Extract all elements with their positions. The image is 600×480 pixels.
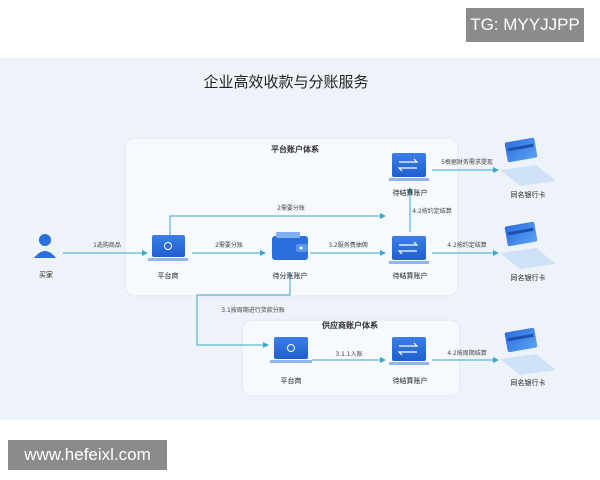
wallet-icon [272,232,308,260]
supplier-merchant-label: 平台商 [281,376,302,385]
settle-bottom-node: 待结算账户 [389,337,429,385]
settle-top-label: 待结算账户 [393,188,428,197]
bank-card-icon [500,327,556,375]
edge-label-buy: 1选购商品 [93,241,121,249]
supplier-merchant-node: 平台商 [270,337,312,385]
edge-need-split-a [169,213,386,238]
monitor-icon [148,235,188,261]
buyer-label: 买家 [39,270,53,279]
settle-top-node: 待结算账户 [389,153,429,197]
edge-label-cycle-settle: 4.2按周期结算 [447,349,487,357]
settle-mid-label: 待结算账户 [393,271,428,280]
pending-split-node: 待分账账户 [272,232,308,280]
edge-label-withdraw: 5根据财务需求提现 [441,158,493,166]
buyer-node: 买家 [34,234,56,279]
supplier-group-title: 供应商账户体系 [321,320,378,330]
bank-mid-node: 同名银行卡 [500,221,556,282]
bank-bottom-node: 同名银行卡 [500,327,556,387]
diagram-title: 企业高效收款与分账服务 [203,73,368,91]
edges [63,167,499,363]
edge-label-need-split-a: 2需要分账 [277,204,305,212]
user-icon [34,234,56,258]
top-watermark: TG: MYYJJPP [466,8,584,42]
bank-top-label: 同名银行卡 [511,190,546,199]
transfer-icon [389,337,429,365]
edge-label-fixed-settle-mid: 4.2按约定结算 [447,241,487,249]
edge-label-cycle-split: 3.1按周期进行货款分账 [221,306,285,314]
edge-label-fixed-settle-up: 4.2按约定结算 [412,207,452,215]
edge-label-inbound: 3.1.1入账 [335,350,362,358]
transfer-icon [389,236,429,264]
edge-cycle-split [196,272,291,348]
transfer-icon [389,153,429,181]
platform-group-title: 平台账户体系 [271,144,319,154]
bottom-watermark: www.hefeixl.com [8,440,167,470]
platform-merchant-node: 平台商 [148,235,188,280]
bank-card-icon [500,221,556,269]
settle-mid-node: 待结算账户 [389,236,429,280]
pending-split-label: 待分账账户 [273,271,308,280]
edge-label-service-fee: 3.2服务费抽佣 [328,241,368,249]
bank-top-node: 同名银行卡 [500,137,556,199]
bank-bottom-label: 同名银行卡 [511,378,546,387]
platform-merchant-label: 平台商 [158,271,179,280]
monitor-icon [270,337,312,363]
platform-account-group [124,137,459,297]
bank-mid-label: 同名银行卡 [511,273,546,282]
bank-card-icon [500,137,556,186]
edge-label-need-split-b: 2需要分账 [215,241,243,249]
settle-bottom-label: 待结算账户 [393,376,428,385]
